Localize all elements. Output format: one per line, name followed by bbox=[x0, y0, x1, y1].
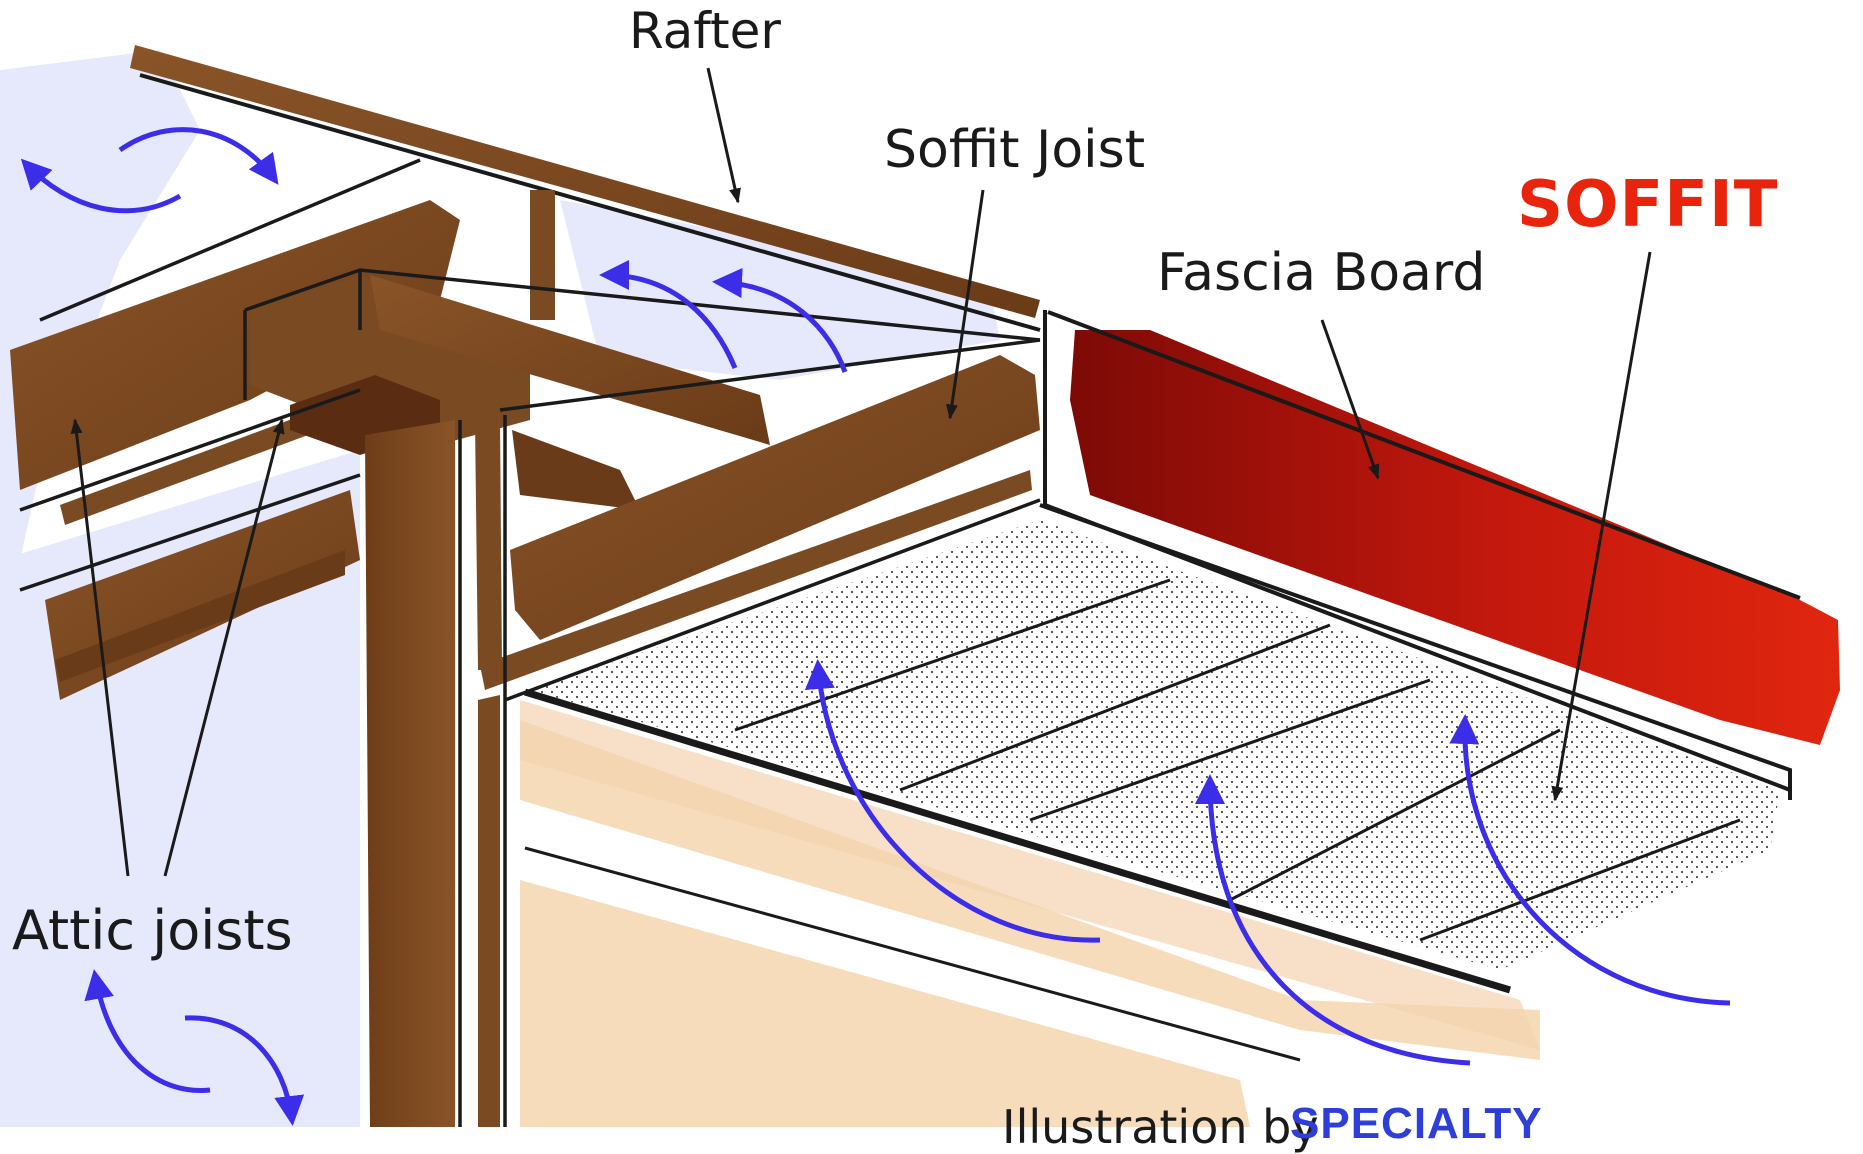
soffit-joist-ledger bbox=[480, 470, 1032, 690]
siding-wall bbox=[520, 700, 1540, 1050]
airflow-arrow-topleft-1 bbox=[20, 158, 182, 214]
label-rafter: Rafter bbox=[629, 2, 781, 60]
leader-soffit bbox=[1551, 251, 1652, 802]
airflow-arrow-bottomleft-2 bbox=[184, 1015, 305, 1126]
airflow-arrows bbox=[20, 127, 1731, 1126]
vertical-post-lower bbox=[478, 695, 500, 1127]
leader-fascia bbox=[1320, 319, 1380, 480]
airflow-arrow-attic-2 bbox=[712, 268, 848, 373]
siding-seam bbox=[524, 846, 1301, 1062]
vertical-post-trim bbox=[475, 420, 502, 670]
airflow-arrow-soffit-1 bbox=[804, 659, 1101, 943]
fascia-corner-line bbox=[1043, 310, 1791, 792]
leader-soffit-joist bbox=[945, 189, 985, 420]
fascia-board bbox=[1070, 330, 1840, 745]
horizontal-joist-center bbox=[370, 275, 770, 445]
vertical-stud-upper bbox=[530, 190, 555, 320]
soffit-panel bbox=[530, 520, 1780, 970]
attic-joist-strip bbox=[55, 550, 345, 682]
airflow-arrow-bottomleft-1 bbox=[84, 969, 211, 1093]
airflow-arrow-topleft-2 bbox=[118, 127, 279, 185]
label-fascia-board: Fascia Board bbox=[1157, 243, 1486, 303]
siding-edge-line bbox=[523, 688, 1512, 994]
airflow-arrow-attic-1 bbox=[599, 260, 738, 369]
siding-board-upper bbox=[520, 720, 1540, 1060]
soffit-joist-beam bbox=[510, 355, 1040, 640]
leader-rafter bbox=[706, 67, 741, 204]
illustration-credit: Illustration by bbox=[1002, 1100, 1319, 1154]
label-leaders bbox=[70, 67, 1652, 877]
siding-board-lower bbox=[520, 880, 1250, 1127]
airflow-arrow-soffit-3 bbox=[1449, 714, 1731, 1006]
vertical-post bbox=[365, 420, 455, 1127]
leader-attic-1 bbox=[70, 418, 130, 877]
label-soffit-joist: Soffit Joist bbox=[884, 120, 1146, 180]
airflow-arrow-soffit-2 bbox=[1195, 774, 1471, 1066]
attic-air-upper bbox=[560, 200, 1000, 380]
attic-joist-thin bbox=[60, 405, 335, 525]
label-attic-joists: Attic joists bbox=[12, 899, 293, 962]
rafter-outline bbox=[139, 73, 1041, 332]
brand-logo-text: SPECIALTY bbox=[1290, 1099, 1543, 1148]
rafter-beam bbox=[130, 45, 1040, 318]
leader-attic-2 bbox=[163, 418, 285, 877]
frame-outlines bbox=[19, 158, 1041, 1127]
soffit-panel-grooves bbox=[734, 578, 1741, 942]
roof-eave-illustration bbox=[0, 45, 1840, 1127]
fascia-top-line bbox=[1047, 310, 1801, 600]
label-soffit: SOFFIT bbox=[1517, 168, 1779, 242]
brace-block bbox=[512, 430, 640, 510]
